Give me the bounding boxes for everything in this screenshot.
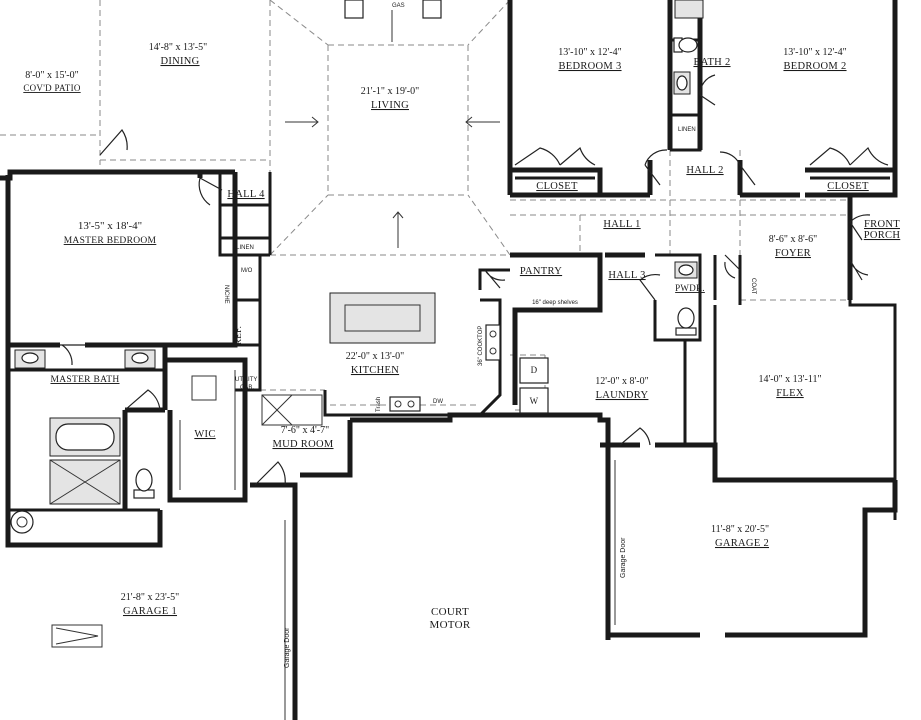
dining-label: DINING	[160, 56, 199, 67]
foyer-dimension: 8'-6" x 8'-6"	[769, 234, 817, 245]
cabinet-label: CAB.	[240, 385, 254, 391]
dishwasher-label: DW	[433, 399, 443, 405]
hall4-label: HALL 4	[227, 189, 265, 200]
mud-room-dimension: 7'-6" x 4'-7"	[281, 425, 329, 436]
room-labels: 14'-8" x 13'-5" DINING 8'-0" x 15'-0" CO…	[23, 42, 900, 631]
flex-dimension: 14'-0" x 13'-11"	[758, 374, 821, 385]
microwave-label: M/O	[241, 268, 253, 274]
coat-label: COAT	[750, 278, 756, 295]
garage2-label: GARAGE 2	[715, 538, 769, 549]
washer-label: W	[530, 396, 539, 406]
linen-left-label: LINEN	[236, 245, 254, 251]
mud-room-label: MUD ROOM	[272, 439, 333, 450]
foyer-label: FOYER	[775, 248, 811, 259]
living-arrows	[285, 116, 500, 248]
garage-door-right-label: Garage Door	[620, 537, 627, 578]
laundry-dimension: 12'-0" x 8'-0"	[595, 376, 648, 387]
dining-dimension: 14'-8" x 13'-5"	[149, 42, 207, 53]
front-porch-label-line1: FRONT	[864, 219, 900, 230]
wic-label: WIC	[194, 429, 215, 440]
living-dimension: 21'-1" x 19'-0"	[361, 86, 419, 97]
bedroom3-label: BEDROOM 3	[558, 61, 621, 72]
master-bedroom-label: MASTER BEDROOM	[64, 236, 157, 246]
closet-left-label: CLOSET	[536, 181, 578, 192]
dryer-label: D	[531, 365, 538, 375]
niche-label: NICHE	[223, 285, 229, 304]
court-label-line1: COURT	[431, 606, 469, 618]
bedroom2-label: BEDROOM 2	[783, 61, 846, 72]
living-label: LIVING	[371, 100, 409, 111]
fixtures	[10, 0, 704, 648]
pantry-label: PANTRY	[520, 266, 562, 277]
fireplace	[344, 0, 442, 42]
master-bedroom-dimension: 13'-5" x 18'-4"	[78, 220, 142, 232]
laundry-label: LAUNDRY	[596, 390, 649, 401]
garage1-dimension: 21'-8" x 23'-5"	[121, 592, 179, 603]
kitchen-label: KITCHEN	[351, 365, 399, 376]
bedroom2-dimension: 13'-10" x 12'-4"	[783, 47, 846, 58]
court-label-line2: MOTOR	[429, 619, 470, 631]
front-porch-label-line2: PORCH	[864, 230, 901, 241]
linen-bath-label: LINEN	[678, 127, 696, 133]
powder-label: PWDR.	[675, 283, 705, 293]
master-bath-label: MASTER BATH	[50, 375, 119, 385]
hall1-label: HALL 1	[603, 219, 640, 230]
kitchen-dimension: 22'-0" x 13'-0"	[346, 351, 404, 362]
flex-label: FLEX	[776, 388, 804, 399]
doors	[60, 74, 889, 486]
gas-label: GAS	[392, 3, 405, 9]
patio-dimension: 8'-0" x 15'-0"	[25, 70, 78, 81]
trash-label: Trash	[376, 397, 382, 412]
garage-door-left-label: Garage Door	[284, 627, 291, 668]
walls	[0, 0, 898, 720]
garage2-dimension: 11'-8" x 20'-5"	[711, 524, 769, 535]
hall2-label: HALL 2	[686, 165, 723, 176]
patio-label: COV'D PATIO	[23, 83, 81, 93]
refrigerator-label: REF.	[233, 326, 243, 345]
pantry-shelves-note: 16" deep shelves	[532, 300, 578, 306]
hall3-label: HALL 3	[608, 270, 645, 281]
bath2-label: BATH 2	[693, 57, 730, 68]
utility-label: UTILITY	[235, 377, 257, 383]
closet-right-label: CLOSET	[827, 181, 869, 192]
bedroom3-dimension: 13'-10" x 12'-4"	[558, 47, 621, 58]
garage1-label: GARAGE 1	[123, 606, 177, 617]
fixture-labels: LINEN LINEN M/O NICHE REF. UTILITY CAB. …	[223, 3, 756, 668]
cooktop-label: 36" COOKTOP	[478, 326, 484, 366]
